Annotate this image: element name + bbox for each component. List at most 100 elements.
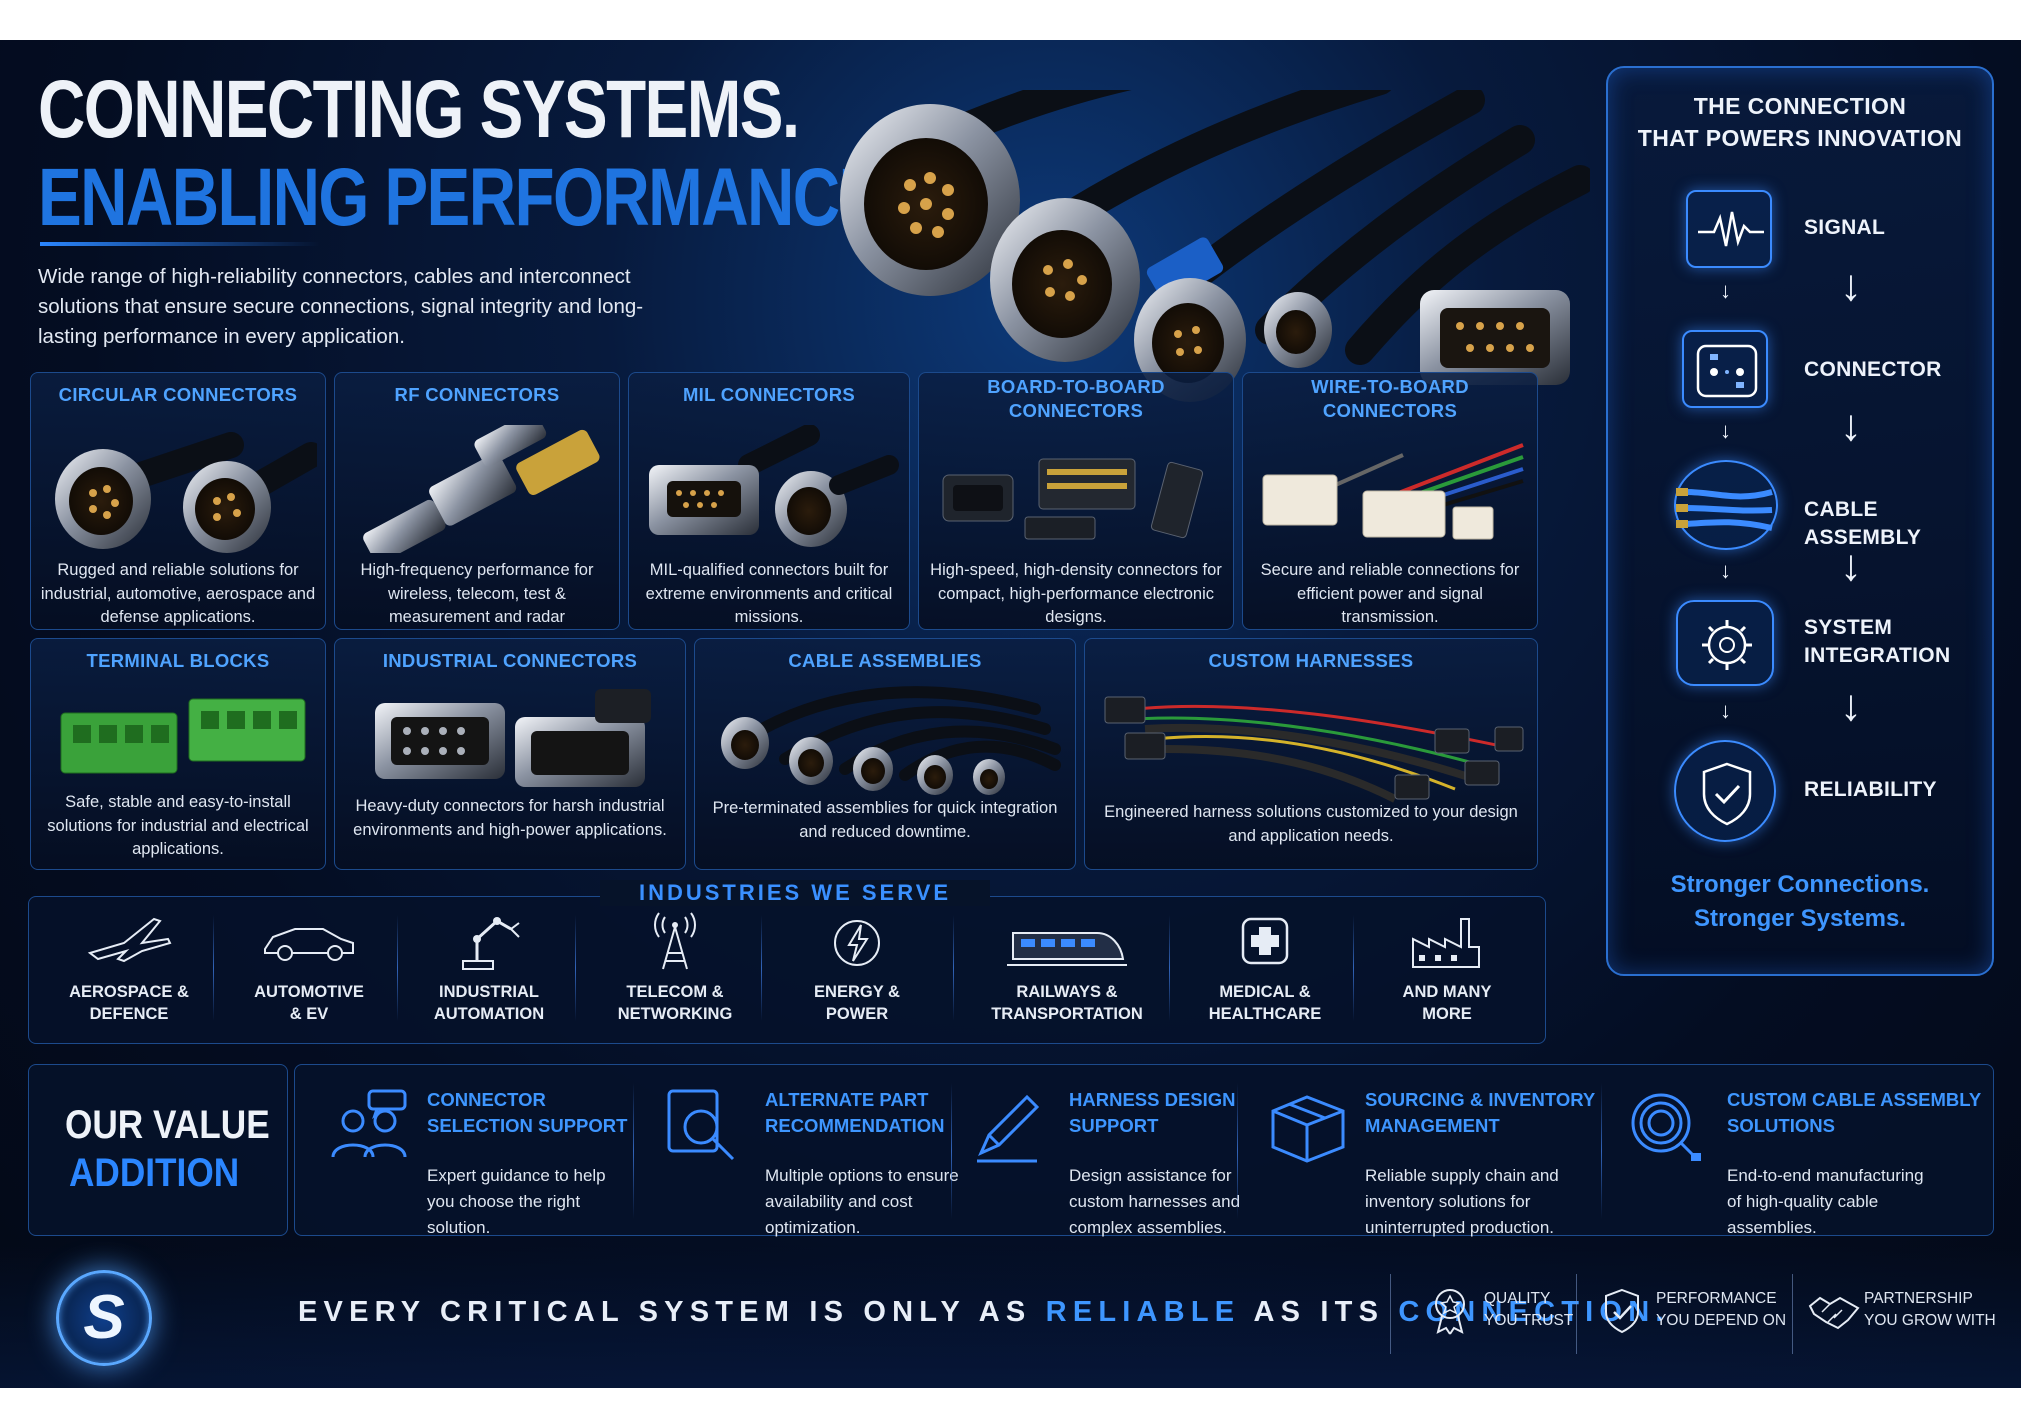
circular-connectors-image: [55, 432, 317, 553]
product-card-cable-assemblies[interactable]: CABLE ASSEMBLIES Pre-terminated assembli…: [694, 638, 1076, 870]
footer-band: [0, 1246, 2021, 1388]
product-card-desc: Heavy-duty connectors for harsh industri…: [353, 797, 667, 839]
industry-label-2: AUTOMATION: [433, 1005, 545, 1023]
headline-line-2: ENABLING PERFORMANCE.: [38, 152, 899, 243]
box-icon: [1271, 1095, 1345, 1163]
slogan-part: EVERY CRITICAL SYSTEM IS ONLY AS: [298, 1296, 1046, 1328]
connector-icon: [1682, 330, 1768, 408]
product-card-terminal-blocks[interactable]: TERMINAL BLOCKS Safe, stable and easy-to…: [30, 638, 326, 870]
industry-energy[interactable]: ENERGY &POWER: [777, 909, 937, 1035]
jet-icon: [87, 917, 172, 963]
industry-label-1: TELECOM &: [626, 983, 724, 1001]
connection-flow-panel: THE CONNECTION THAT POWERS INNOVATION SI…: [1606, 66, 1994, 976]
badge-label-2: YOU GROW WITH: [1864, 1312, 1996, 1329]
divider: [1390, 1274, 1391, 1354]
industry-aerospace[interactable]: AEROSPACE &DEFENCE: [49, 909, 209, 1035]
industry-label-1: AND MANY: [1402, 983, 1492, 1001]
product-card-title: CUSTOM HARNESSES: [1208, 650, 1414, 671]
industry-label-2: NETWORKING: [617, 1005, 733, 1023]
arrow-down-icon: ↓: [1840, 401, 1862, 450]
team-chat-icon: [331, 1089, 407, 1158]
product-card-title: RF CONNECTORS: [394, 384, 560, 405]
coiled-cable-icon: [1631, 1093, 1701, 1161]
product-card-wire-to-board[interactable]: WIRE-TO-BOARD CONNECTORS Secure and reli…: [1242, 372, 1538, 630]
product-card-mil[interactable]: MIL CONNECTORS MIL-qualified connectors …: [628, 372, 910, 630]
pen-icon: [977, 1094, 1040, 1163]
product-card-desc: Pre-terminated assemblies for quick inte…: [712, 799, 1058, 841]
flow-step-label: CABLE ASSEMBLY: [1804, 498, 1922, 549]
product-card-desc: High-frequency performance for wireless,…: [360, 561, 594, 626]
product-card-circular[interactable]: CIRCULAR CONNECTORS Rugged and reliable …: [30, 372, 326, 630]
industry-label-1: AUTOMOTIVE: [254, 983, 364, 1001]
product-card-custom-harnesses[interactable]: CUSTOM HARNESSES Engineered harness solu…: [1084, 638, 1538, 870]
product-card-title: CABLE ASSEMBLIES: [788, 650, 982, 671]
rf-connectors-image: [363, 425, 600, 553]
flow-step-label: RELIABILITY: [1804, 778, 1937, 801]
handshake-icon: [1808, 1296, 1860, 1330]
product-card-title: WIRE-TO-BOARD CONNECTORS: [1311, 376, 1469, 421]
divider: [761, 915, 762, 1021]
award-icon: [1435, 1289, 1465, 1335]
slogan-highlight: CONNECTION.: [1398, 1296, 1670, 1328]
industry-label-2: HEALTHCARE: [1208, 1005, 1322, 1023]
arrow-down-icon: ↓: [1720, 558, 1731, 583]
slogan-highlight: RELIABLE: [1045, 1296, 1241, 1328]
mil-connectors-image: [649, 425, 899, 547]
industry-automotive[interactable]: AUTOMOTIVE& EV: [229, 909, 389, 1035]
arrow-down-icon: ↓: [1840, 261, 1862, 310]
flow-title-line-1: THE CONNECTION: [1693, 93, 1907, 119]
brand-logo-letter: S: [83, 1283, 125, 1352]
product-card-industrial[interactable]: INDUSTRIAL CONNECTORS Heavy-duty connect…: [334, 638, 686, 870]
product-card-title: BOARD-TO-BOARD CONNECTORS: [987, 376, 1165, 421]
divider: [953, 915, 954, 1021]
arrow-down-icon: ↓: [1720, 278, 1731, 303]
product-card-desc: MIL-qualified connectors built for extre…: [645, 561, 893, 626]
shield-check-icon: [1674, 740, 1776, 842]
industry-label-1: RAILWAYS &: [1016, 983, 1118, 1001]
industry-railways[interactable]: RAILWAYS &TRANSPORTATION: [967, 909, 1167, 1035]
flow-title-line-2: THAT POWERS INNOVATION: [1637, 125, 1963, 151]
flow-tagline-line-1: Stronger Connections.: [1670, 871, 1930, 898]
flow-step-label: SYSTEM INTEGRATION: [1804, 616, 1951, 667]
flow-tagline: Stronger Connections. Stronger Systems.: [1608, 868, 1992, 936]
headline-line-1: CONNECTING SYSTEMS.: [38, 64, 800, 155]
product-card-rf[interactable]: RF CONNECTORS High-frequency performance…: [334, 372, 620, 630]
divider: [1576, 1274, 1577, 1354]
flow-tagline-line-2: Stronger Systems.: [1693, 905, 1907, 932]
product-card-title: INDUSTRIAL CONNECTORS: [382, 650, 638, 671]
badge-label-2: YOU TRUST: [1484, 1312, 1574, 1329]
brand-logo[interactable]: S: [56, 1270, 152, 1366]
product-card-board-to-board[interactable]: BOARD-TO-BOARD CONNECTORS High-speed, hi…: [918, 372, 1234, 630]
system-integration-icon: [1676, 600, 1774, 686]
industry-telecom[interactable]: TELECOM & NETWORKING: [595, 909, 755, 1035]
divider: [1237, 1083, 1238, 1219]
factory-icon: [1412, 918, 1480, 968]
hero-connectors-image: [840, 90, 1590, 402]
divider: [575, 915, 576, 1021]
robot-arm-icon: [462, 917, 520, 970]
divider: [1169, 915, 1170, 1021]
badge-label-1: PARTNERSHIP: [1864, 1290, 1973, 1307]
board-to-board-image: [942, 458, 1204, 540]
flow-title: THE CONNECTION THAT POWERS INNOVATION: [1608, 90, 1992, 154]
industry-medical[interactable]: MEDICAL & HEALTHCARE: [1185, 909, 1345, 1035]
divider: [397, 915, 398, 1021]
cable-assembly-icon: [1674, 460, 1778, 550]
industry-label-1: MEDICAL &: [1219, 983, 1311, 1001]
